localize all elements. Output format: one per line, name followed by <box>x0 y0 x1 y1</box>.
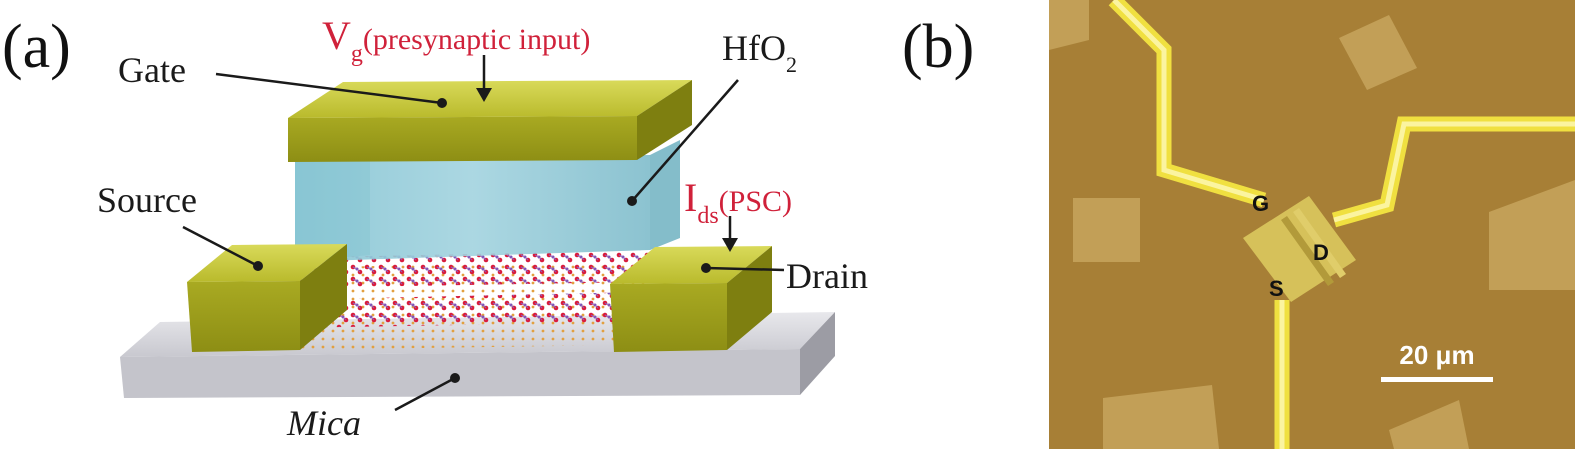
device-pad <box>1243 196 1356 302</box>
hfo2-layer <box>295 140 680 262</box>
device-schematic <box>120 55 835 412</box>
mica-label: Mica <box>287 403 361 443</box>
pointer-ends <box>253 88 738 383</box>
gate-electrode <box>288 80 692 162</box>
arrow-head-ids <box>722 238 738 252</box>
panel-a-label: (a) <box>2 13 71 81</box>
drain-label: Drain <box>786 256 868 296</box>
arrow-head-vg <box>476 88 492 102</box>
gate-label: Gate <box>118 50 186 90</box>
optical-micrograph <box>1049 0 1575 449</box>
hfo2-label: HfO2 <box>722 28 797 77</box>
source-label: Source <box>97 180 197 220</box>
scale-bar <box>1381 377 1493 382</box>
scale-bar-label: 20 μm <box>1399 340 1475 370</box>
electrode-track-highlights <box>1112 0 1575 449</box>
channel-layers <box>280 250 660 350</box>
drain-electrode <box>610 246 772 352</box>
panel-b-label: (b) <box>902 13 975 81</box>
drain-marker: D <box>1313 240 1329 265</box>
source-marker: S <box>1269 276 1284 301</box>
vg-label: Vg(presynaptic input) <box>322 13 591 67</box>
label-pointers <box>182 55 785 412</box>
flake-shapes <box>1049 0 1575 449</box>
source-electrode <box>187 244 347 352</box>
gate-marker: G <box>1252 191 1270 216</box>
ids-label: Ids(PSC) <box>684 175 793 229</box>
